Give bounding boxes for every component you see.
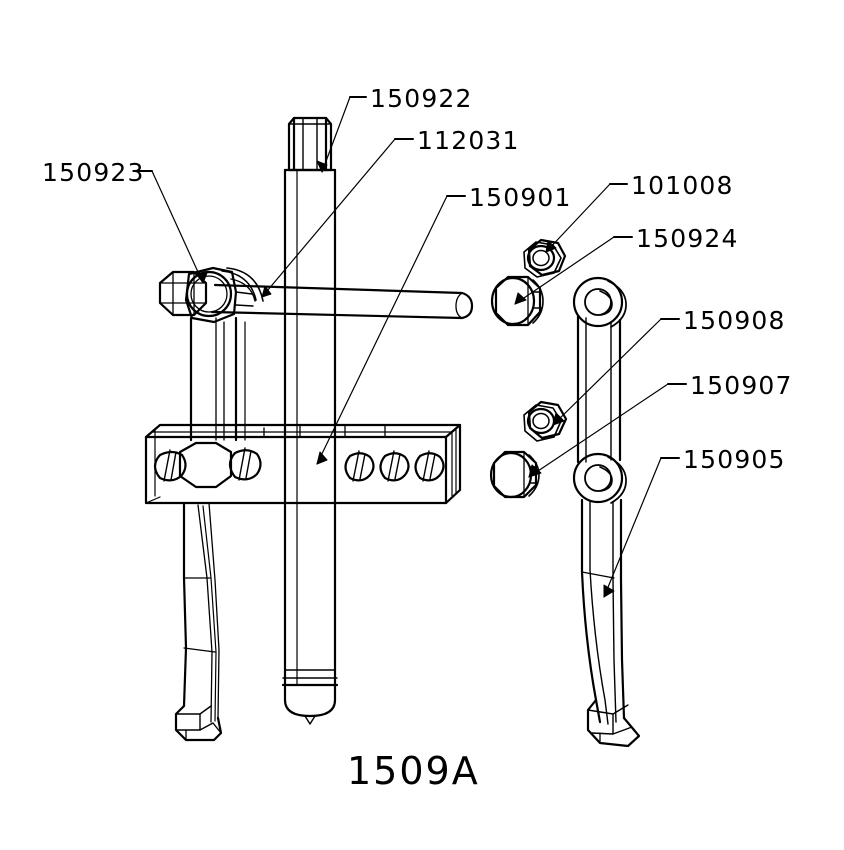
handle-bar	[210, 283, 474, 320]
drawing-geometry	[134, 96, 687, 748]
hex-nut-lower	[523, 400, 568, 442]
hex-nut-upper	[523, 238, 567, 278]
callout-arrowheads	[195, 160, 615, 598]
callout-label-150905: 150905	[683, 445, 786, 474]
cross-beam-yoke	[144, 423, 462, 505]
callout-label-150907: 150907	[690, 371, 793, 400]
drawing-title: 1509A	[347, 749, 480, 793]
puller-jaw-arm-right	[572, 276, 641, 748]
slide-collar-clamp	[158, 266, 264, 442]
callout-dash-ticks	[134, 96, 687, 459]
beam-hole-screws	[344, 450, 445, 482]
spindle-square-drive	[287, 116, 333, 172]
callout-label-150924: 150924	[636, 224, 739, 253]
main-screw-spindle	[281, 168, 339, 725]
puller-jaw-arm-left	[174, 501, 223, 742]
callout-leader-lines	[151, 96, 669, 598]
callout-label-112031: 112031	[417, 126, 520, 155]
callout-label-150922: 150922	[370, 84, 473, 113]
hex-bolt-upper	[490, 275, 544, 327]
callout-label-101008: 101008	[631, 171, 734, 200]
callout-label-150923: 150923	[42, 158, 145, 187]
callout-label-150908: 150908	[683, 306, 786, 335]
callout-label-150901: 150901	[469, 183, 572, 212]
